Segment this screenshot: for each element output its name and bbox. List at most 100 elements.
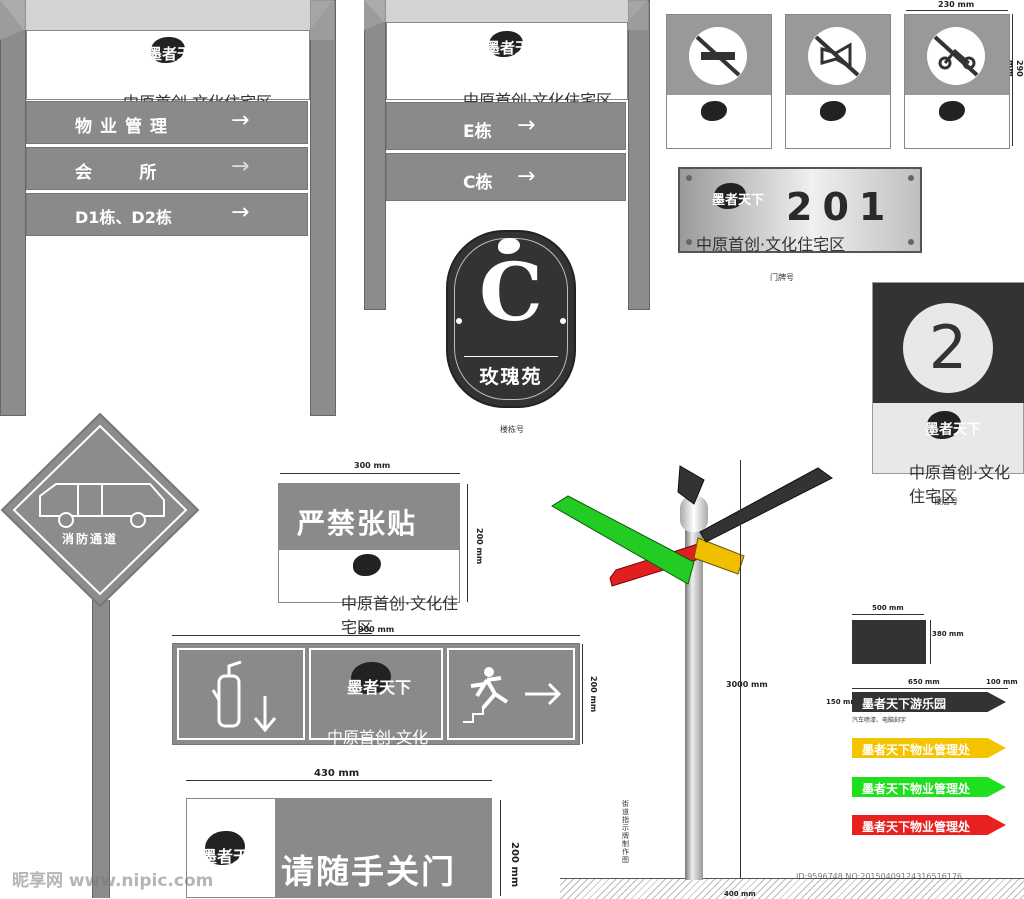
logo-icon: 墨者天下 <box>483 27 543 78</box>
dimension-line <box>467 484 468 602</box>
strip-label: 墨者天下游乐园 <box>862 697 947 711</box>
dimension-label: 650 mm <box>908 678 940 686</box>
strip-label: 墨者天下物业管理处 <box>862 820 971 834</box>
logo-icon: 墨者天下 <box>347 654 417 714</box>
left-post <box>364 0 386 310</box>
logo-panel: 墨者天下 中原首创·文化住宅区 <box>386 22 628 110</box>
strip-label: 墨者天下物业管理处 <box>862 743 971 757</box>
dimension-label: 150 mm <box>826 698 858 706</box>
dimension-line <box>280 473 460 474</box>
logo-icon <box>935 99 979 139</box>
floor-caption: 楼层号 <box>934 497 958 506</box>
dimension-label: 230 mm <box>938 0 975 9</box>
top-bevel <box>364 0 648 30</box>
arrow-right-icon: → <box>231 154 250 179</box>
no-posting-text: 严禁张贴 <box>297 507 418 540</box>
logo-icon: 墨者天下 <box>201 827 271 887</box>
arrow-right-icon: → <box>231 200 250 225</box>
building-name: 玫瑰苑 <box>479 366 543 388</box>
strip-sign: 墨者天下物业管理处 <box>852 815 1006 835</box>
no-smoking-icon <box>689 27 747 85</box>
arrow-right-icon: → <box>517 164 536 189</box>
arrow-right-icon: → <box>231 108 250 133</box>
badge-shape: C 玫瑰苑 <box>446 230 576 408</box>
direction-row: D1栋、D2栋 → <box>26 193 308 236</box>
no-posting-panel: 严禁张贴 中原首创·文化住宅区 <box>278 483 460 637</box>
top-bevel <box>0 0 334 40</box>
dimension-label: 200 mm <box>509 842 520 888</box>
signpost-pole <box>685 530 703 880</box>
arrow-right-icon: → <box>517 113 536 138</box>
logo-subtitle: 中原首创·文化住宅区 <box>909 463 1011 506</box>
dimension-line <box>186 780 492 781</box>
direction-row: E栋 → <box>386 102 626 150</box>
dimension-label: 430 mm <box>314 768 360 779</box>
watermark-site: 昵享网 www.nipic.com <box>12 871 214 891</box>
dimension-line <box>930 620 931 664</box>
logo-text: 墨者天下 <box>925 422 981 438</box>
dimension-label: 100 mm <box>986 678 1018 686</box>
strip-sign: 墨者天下游乐园 <box>852 692 1006 712</box>
diamond-sign <box>0 412 200 608</box>
right-post <box>310 0 336 416</box>
strip-sign: 墨者天下物业管理处 <box>852 777 1006 797</box>
ground-hatch <box>560 878 1024 899</box>
strip-label: 墨者天下物业管理处 <box>862 782 971 796</box>
door-plate-panel: 墨者天下 中原首创·文化住宅区 201 <box>678 167 922 254</box>
dimension-line <box>852 614 924 615</box>
close-door-panel: 墨者天下 请随手关门 <box>186 798 492 898</box>
dimension-line <box>740 460 741 878</box>
dimension-line <box>172 635 580 636</box>
direction-row: C栋 → <box>386 153 626 201</box>
dimension-line <box>852 688 1008 689</box>
dimension-label: 380 mm <box>932 630 964 638</box>
running-man-icon <box>463 667 562 723</box>
no-motorcycle-icon <box>927 27 985 85</box>
dimension-line <box>582 644 583 744</box>
watermark-id: ID:9596748 NO:20150409124316516176 <box>796 872 963 881</box>
signpost-caption: 街道指示牌制作图 <box>622 800 629 864</box>
extinguisher-cell <box>177 648 305 740</box>
fire-lane-label: 消防通道 <box>62 532 119 546</box>
direction-row: 会 所 → <box>26 147 308 190</box>
row-label: D1栋、D2栋 <box>75 208 172 227</box>
fire-extinguisher-icon <box>211 660 277 733</box>
logo-subtitle: 中原首创·文化住宅区 <box>696 235 846 254</box>
sign-pole <box>92 600 110 898</box>
door-number: 201 <box>786 185 896 229</box>
logo-icon <box>697 99 741 139</box>
exit-cell <box>447 648 575 740</box>
left-post <box>0 0 26 416</box>
plain-plate <box>852 620 926 664</box>
logo-text: 墨者天下 <box>485 39 531 78</box>
row-label: E栋 <box>463 122 492 142</box>
dimension-label: 500 mm <box>872 604 904 612</box>
evac-panel: 墨者天下 中原首创·文化住宅区 <box>172 643 580 771</box>
close-door-text: 请随手关门 <box>281 852 456 891</box>
fire-truck-icon <box>39 483 165 528</box>
row-label: C栋 <box>463 173 493 193</box>
building-letter: C <box>479 245 543 339</box>
logo-text: 墨者天下 <box>712 193 765 208</box>
no-smoking-sign <box>666 14 772 149</box>
direction-row: 物业管理 → <box>26 101 308 144</box>
floor-sign-panel: 2 墨者天下 中原首创·文化住宅区 <box>872 282 1024 506</box>
logo-cell: 墨者天下 中原首创·文化住宅区 <box>309 648 443 771</box>
floor-number: 2 <box>928 313 968 383</box>
no-honking-icon <box>808 27 866 85</box>
logo-text: 墨者天下 <box>347 678 412 697</box>
no-honking-sign <box>785 14 891 149</box>
logo-icon <box>816 99 860 139</box>
logo-icon: 墨者天下 <box>145 33 205 84</box>
logo-icon <box>498 238 532 262</box>
right-post <box>628 0 650 310</box>
logo-icon <box>349 552 399 592</box>
logo-icon: 墨者天下 <box>710 179 770 229</box>
building-caption: 楼栋号 <box>500 425 524 434</box>
logo-text: 墨者天下 <box>147 45 193 84</box>
strip-note: 汽车喷漆、电脑刻字 <box>852 717 907 724</box>
dimension-line <box>500 800 501 896</box>
direction-blades <box>551 465 833 587</box>
logo-text: 墨者天下 <box>201 847 266 866</box>
dimension-label: 3000 mm <box>726 680 768 689</box>
